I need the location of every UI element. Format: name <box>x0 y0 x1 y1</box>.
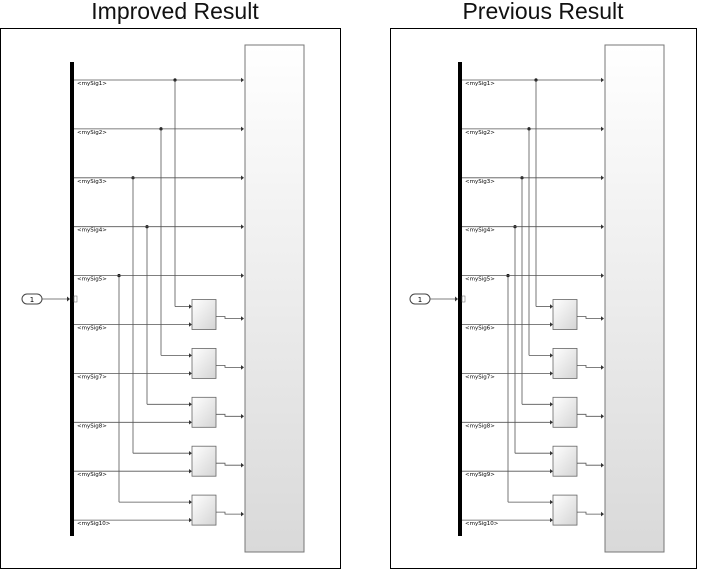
output-arrow <box>241 316 244 321</box>
signal-arrow <box>241 126 244 132</box>
operation-block <box>191 494 217 526</box>
diagram-improved: 1 <mySig1> <mySig2> <mySig3> <mySig4> <mySig5… <box>0 28 341 569</box>
output-line <box>216 364 241 368</box>
branch-arrow <box>189 353 192 358</box>
signal-label: <mySig4> <box>465 228 495 234</box>
branch-arrow <box>550 353 553 358</box>
signal-arrow <box>550 322 553 327</box>
output-line <box>216 413 241 417</box>
signal-label: <mySig5> <box>77 277 107 283</box>
signal-arrow <box>601 224 604 229</box>
signal-label: <mySig8> <box>77 423 107 429</box>
branch-arrow <box>189 499 192 505</box>
destination-block <box>244 44 305 553</box>
signal-arrow <box>601 77 604 83</box>
output-line <box>216 462 241 466</box>
operation-block <box>191 299 217 330</box>
operation-block <box>552 347 578 379</box>
output-line <box>577 462 601 466</box>
signal-arrow <box>550 469 553 474</box>
diagram-previous: 1 <mySig1> <mySig2> <mySig3> <mySig4> <mySig5… <box>390 28 697 569</box>
output-line <box>577 316 601 319</box>
signal-label: <mySig1> <box>465 81 495 87</box>
branch-arrow <box>550 499 553 505</box>
signal-arrow <box>241 77 244 83</box>
signal-label: <mySig10> <box>77 521 111 527</box>
signal-label: <mySig8> <box>465 423 495 429</box>
signal-arrow <box>189 322 192 327</box>
inport-label: 1 <box>30 296 34 304</box>
signal-arrow <box>550 517 553 523</box>
signal-label: <mySig2> <box>77 130 107 136</box>
signal-label: <mySig3> <box>77 179 107 185</box>
inport-arrow <box>455 296 458 302</box>
signal-label: <mySig5> <box>465 277 495 283</box>
operation-block <box>552 445 578 477</box>
title-improved: Improved Result <box>91 0 259 24</box>
output-arrow <box>601 414 604 419</box>
bus-port <box>73 295 78 303</box>
operation-block <box>552 299 578 330</box>
output-arrow <box>241 511 244 517</box>
signal-label: <mySig10> <box>465 521 499 527</box>
output-line <box>577 511 601 515</box>
signal-label: <mySig6> <box>77 326 107 332</box>
operation-block <box>552 396 578 428</box>
bus-port <box>461 295 466 303</box>
signal-label: <mySig4> <box>77 228 107 234</box>
output-arrow <box>601 511 604 517</box>
signal-arrow <box>601 175 604 181</box>
signal-label: <mySig7> <box>465 374 495 380</box>
signal-arrow <box>550 420 553 425</box>
signal-arrow <box>189 371 192 376</box>
output-arrow <box>241 462 244 468</box>
operation-block <box>191 396 217 428</box>
output-line <box>577 364 601 368</box>
output-line <box>216 511 241 515</box>
inport-label: 1 <box>418 296 422 304</box>
signal-arrow <box>189 469 192 474</box>
signal-arrow <box>241 224 244 229</box>
output-arrow <box>601 365 604 370</box>
operation-block <box>191 347 217 379</box>
bus-selector-bar <box>70 62 74 536</box>
signal-arrow <box>241 175 244 181</box>
output-arrow <box>241 365 244 370</box>
operation-block <box>552 494 578 526</box>
branch-arrow <box>189 304 192 309</box>
output-line <box>216 316 241 319</box>
output-arrow <box>241 414 244 419</box>
output-arrow <box>601 462 604 468</box>
branch-arrow <box>550 451 553 456</box>
signal-label: <mySig3> <box>465 179 495 185</box>
output-line <box>577 413 601 417</box>
signal-arrow <box>550 371 553 376</box>
inport-arrow <box>67 296 70 302</box>
signal-label: <mySig7> <box>77 374 107 380</box>
operation-block <box>191 445 217 477</box>
signal-arrow <box>241 273 244 278</box>
signal-label: <mySig9> <box>77 472 107 478</box>
signal-arrow <box>189 420 192 425</box>
title-previous: Previous Result <box>462 0 624 24</box>
signal-label: <mySig1> <box>77 81 107 87</box>
branch-arrow <box>189 402 192 407</box>
signal-label: <mySig2> <box>465 130 495 136</box>
signal-label: <mySig6> <box>465 326 495 332</box>
branch-arrow <box>189 451 192 456</box>
output-arrow <box>601 316 604 321</box>
branch-arrow <box>550 304 553 309</box>
destination-block <box>604 44 665 553</box>
signal-arrow <box>189 517 192 523</box>
signal-arrow <box>601 126 604 132</box>
bus-selector-bar <box>458 62 462 536</box>
branch-arrow <box>550 402 553 407</box>
signal-arrow <box>601 273 604 278</box>
signal-label: <mySig9> <box>465 472 495 478</box>
